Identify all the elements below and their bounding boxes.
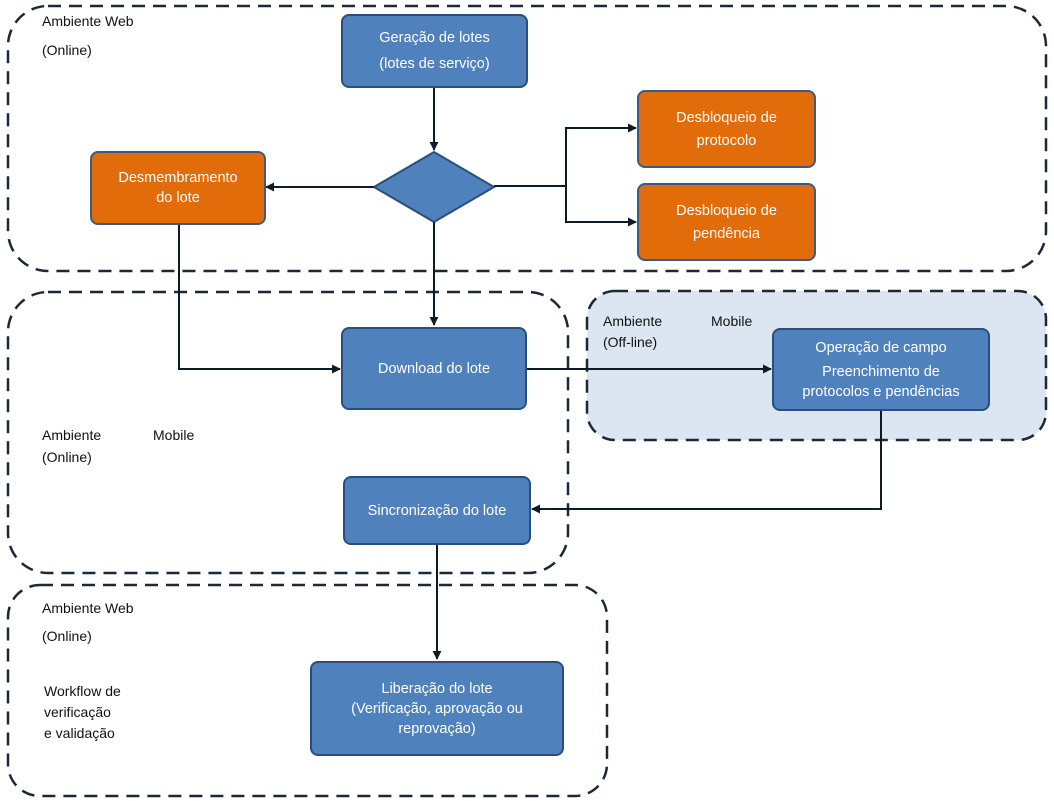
node-operacao-de-campo: Operação de campo Preenchimento de proto…	[772, 328, 990, 411]
arrow-operacao-to-sincronizacao	[531, 411, 882, 514]
region-web-top	[6, 4, 1048, 273]
node-sincronizacao-label: Sincronização do lote	[367, 502, 507, 519]
node-download-label: Download do lote	[377, 360, 491, 377]
region-mobile-offline-subtitle: (Off-line)	[603, 334, 658, 350]
node-geracao-line2: (lotes de serviço)	[379, 56, 490, 72]
region-web-bottom-subtitle: (Online)	[42, 628, 92, 644]
node-liberacao-line3: reprovação)	[398, 720, 476, 737]
node-geracao-de-lotes: Geração de lotes (lotes de serviço)	[341, 14, 528, 88]
node-desbloqueio-protocolo-line2: protocolo	[696, 132, 757, 149]
node-desbloqueio-pendencia-line1: Desbloqueio de	[676, 202, 777, 219]
node-liberacao-line2: (Verificação, aprovação ou	[351, 700, 523, 717]
region-mobile-online	[6, 290, 570, 575]
workflow-label-line2: verificação	[44, 704, 111, 720]
region-mobile-offline-word1: Ambiente	[603, 313, 663, 329]
node-desmembramento-line1: Desmembramento	[118, 170, 238, 186]
node-operacao-line2: Preenchimento de	[822, 363, 940, 380]
node-desmembramento-line2: do lote	[156, 190, 200, 206]
node-geracao-line1: Geração de lotes	[379, 30, 490, 46]
node-download-do-lote: Download do lote	[341, 327, 527, 410]
node-desbloqueio-pendencia-line2: pendência	[693, 225, 760, 242]
node-liberacao-line1: Liberação do lote	[381, 680, 493, 697]
arrow-decision-to-desbloqueio-pendencia	[565, 186, 637, 227]
region-mobile-online-word2: Mobile	[153, 427, 195, 443]
node-operacao-line3: protocolos e pendências	[802, 383, 960, 400]
workflow-label-line1: Workflow de	[44, 683, 121, 699]
node-liberacao-do-lote: Liberação do lote (Verificação, aprovaçã…	[310, 661, 564, 756]
region-web-bottom	[6, 583, 609, 798]
node-desbloqueio-protocolo-line1: Desbloqueio de	[676, 109, 777, 126]
connectors	[178, 88, 882, 660]
workflow-label-line3: e validação	[44, 725, 115, 741]
node-desbloqueio-protocolo: Desbloqueio de protocolo	[637, 90, 816, 168]
region-web-top-title: Ambiente Web	[42, 13, 134, 29]
arrow-desmembramento-to-download	[178, 225, 341, 374]
region-mobile-online-subtitle: (Online)	[42, 449, 92, 465]
arrow-decision-to-desbloqueio-protocolo	[494, 123, 637, 187]
region-mobile-offline-word2: Mobile	[711, 313, 753, 329]
region-web-bottom-title: Ambiente Web	[42, 600, 134, 616]
region-web-top-subtitle: (Online)	[42, 42, 92, 58]
region-mobile-online-word1: Ambiente	[42, 427, 102, 443]
node-operacao-line1: Operação de campo	[815, 339, 947, 356]
node-desmembramento: Desmembramento do lote	[90, 151, 266, 225]
node-sincronizacao-do-lote: Sincronização do lote	[343, 476, 531, 545]
node-desbloqueio-pendencia: Desbloqueio de pendência	[637, 183, 816, 261]
decision-diamond	[372, 150, 496, 224]
